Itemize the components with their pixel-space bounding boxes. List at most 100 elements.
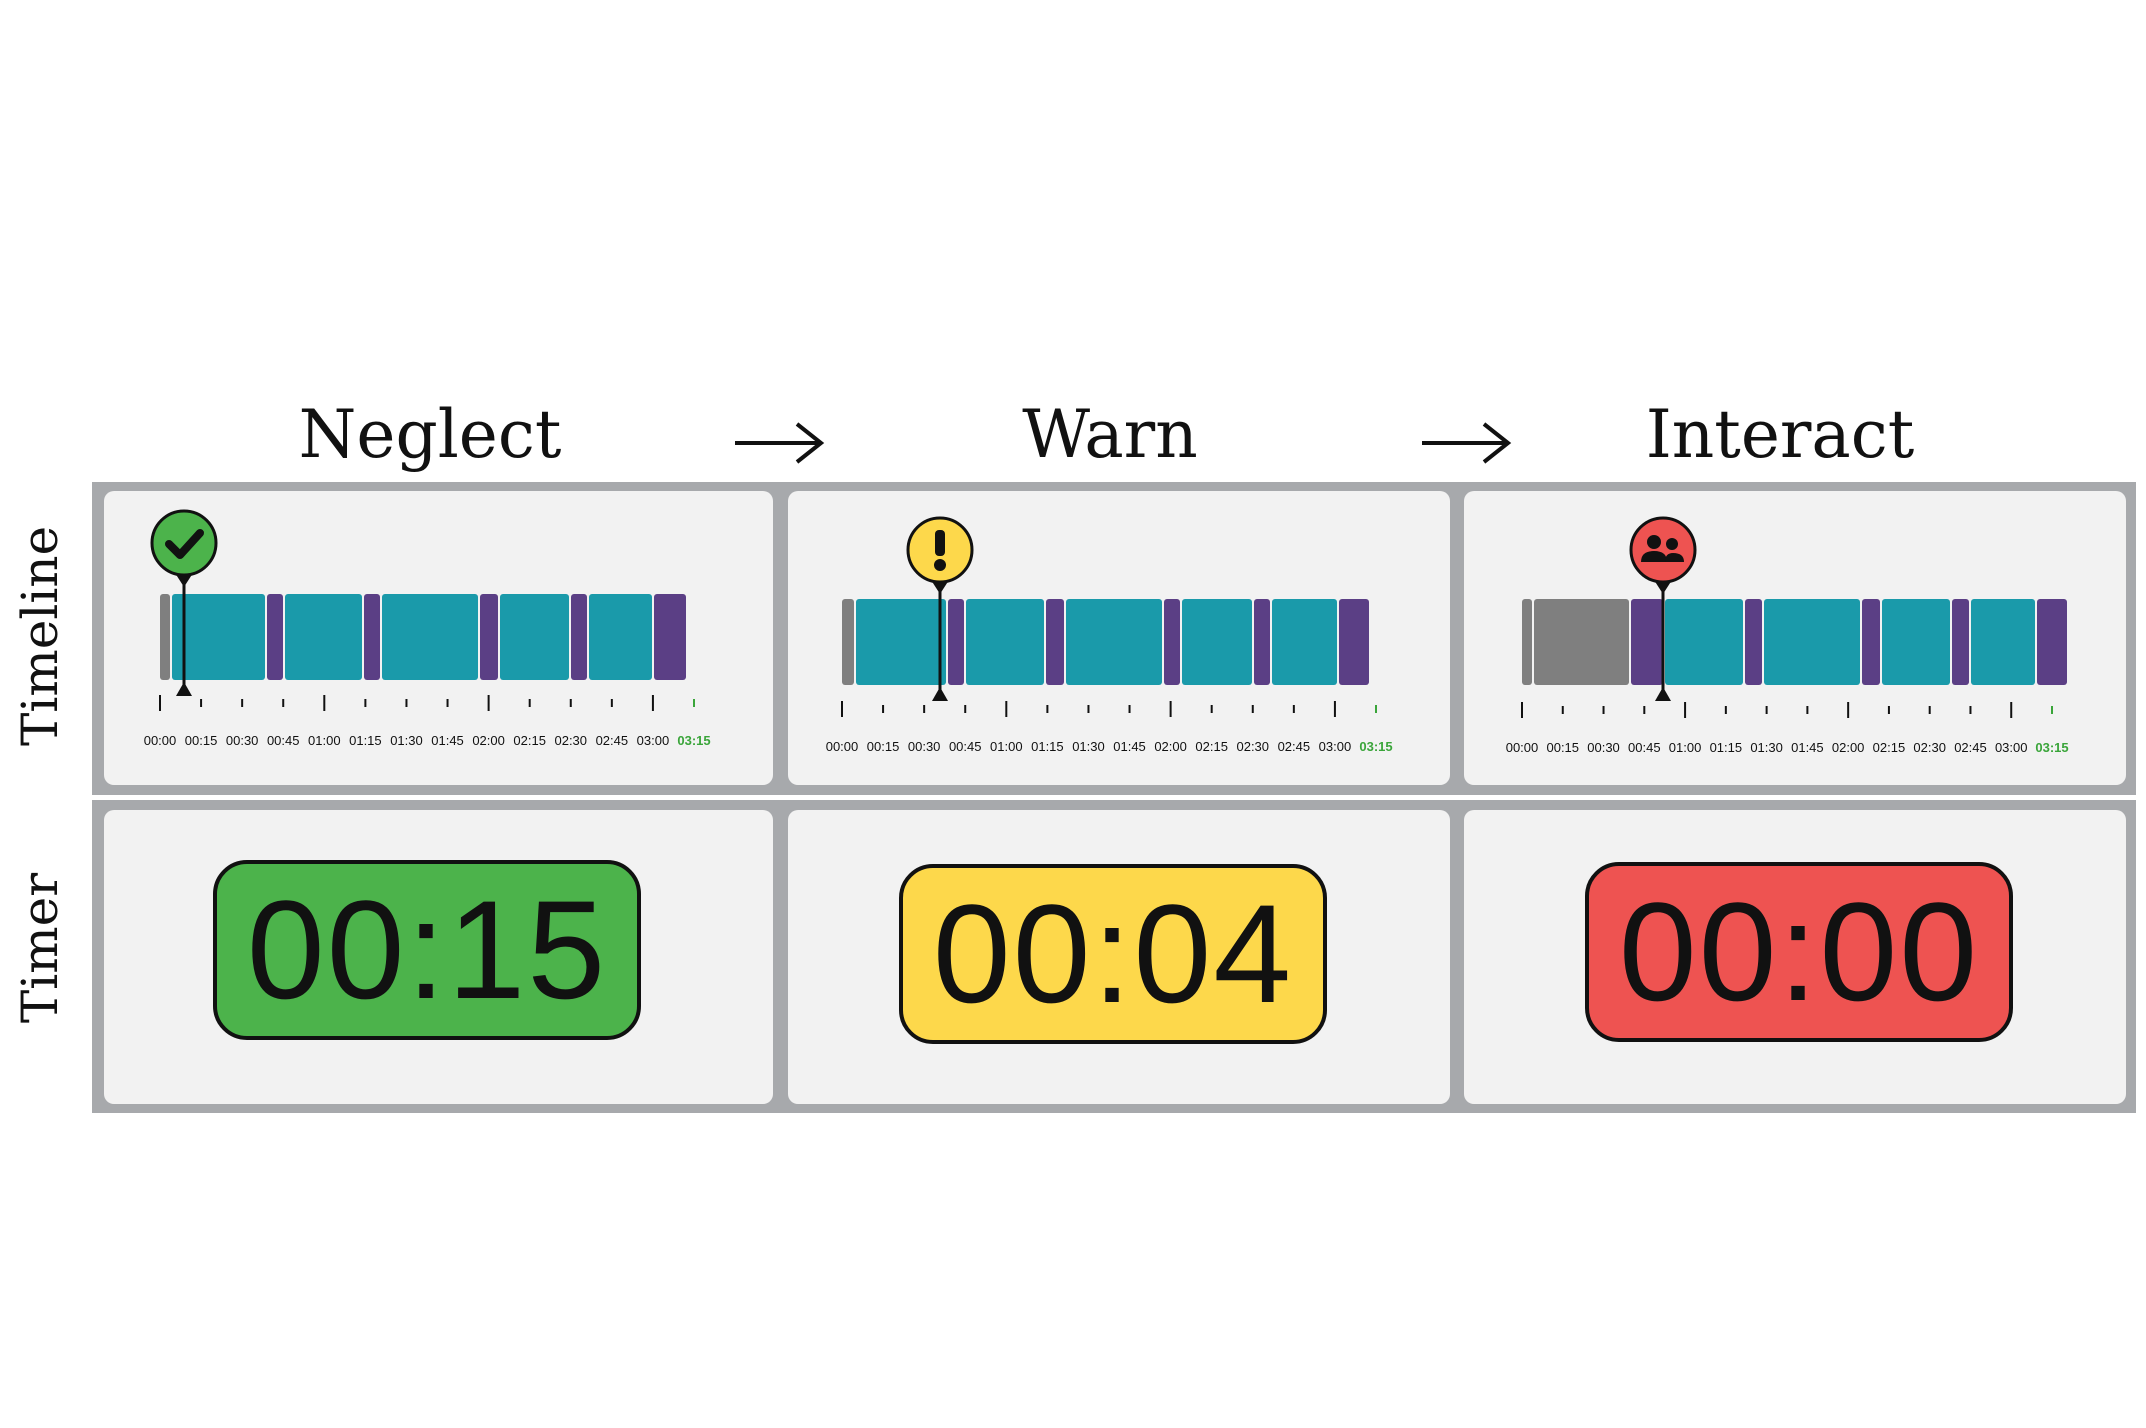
timeline-segment [1182, 599, 1252, 685]
timeline-segment [382, 594, 478, 680]
timeline-segment [1534, 599, 1629, 685]
timeline-tick-label: 00:30 [226, 733, 259, 748]
timeline-tick-label: 02:00 [1832, 740, 1865, 755]
timeline-segment [1952, 599, 1969, 685]
timeline-tick-label: 01:45 [1791, 740, 1824, 755]
timeline-tick-label: 02:00 [472, 733, 505, 748]
timeline-tick-label: 03:15 [677, 733, 710, 748]
timeline-tick-label: 00:15 [1546, 740, 1579, 755]
timeline-segment [1862, 599, 1880, 685]
timeline-tick-label: 00:00 [826, 739, 859, 754]
timeline-playhead [1629, 516, 1697, 701]
stage-title-interact: Interact [1645, 396, 1915, 473]
timeline-tick-label: 00:15 [185, 733, 218, 748]
timeline-tick-label: 01:00 [990, 739, 1023, 754]
timeline-tick-label: 01:30 [390, 733, 423, 748]
timeline-tick-label: 02:45 [1954, 740, 1987, 755]
timeline-tick-label: 01:15 [1710, 740, 1743, 755]
timeline-tick-label: 03:00 [637, 733, 670, 748]
people-icon [1641, 535, 1684, 562]
timeline-segment [571, 594, 587, 680]
timeline-tick-label: 00:30 [1587, 740, 1620, 755]
stage-title-warn: Warn [1022, 396, 1198, 473]
timeline-tick-label: 01:00 [1669, 740, 1702, 755]
timeline-tick-label: 00:45 [1628, 740, 1661, 755]
timeline-tick-label: 00:45 [267, 733, 300, 748]
timeline-segment [1882, 599, 1950, 685]
timeline-tick-label: 00:45 [949, 739, 982, 754]
timeline-segment [1066, 599, 1162, 685]
arrow-right-icon [1422, 422, 1512, 464]
timeline-segment [1164, 599, 1180, 685]
timer-cell-neglect: 00:15 [104, 810, 773, 1104]
timeline-interact: 00:00 00:15 00:30 00:45 01:00 01:15 01:30 01:45… [1506, 516, 2069, 755]
timeline-segment [480, 594, 498, 680]
timeline-segment [1339, 599, 1369, 685]
timeline-segment [285, 594, 362, 680]
timeline-segment [1665, 599, 1743, 685]
arrow-right-icon [735, 422, 825, 464]
timeline-tick-label: 01:30 [1072, 739, 1105, 754]
timeline-tick-label: 02:30 [1236, 739, 1269, 754]
timeline-segment [1745, 599, 1762, 685]
timeline-tick-label: 03:15 [1359, 739, 1392, 754]
timeline-segment [842, 599, 854, 685]
timeline-segment [364, 594, 380, 680]
timeline-segment [172, 594, 265, 680]
timeline-tick-label: 02:15 [513, 733, 546, 748]
timeline-tick-label: 01:30 [1750, 740, 1783, 755]
row-label-timer: Timer [11, 872, 69, 1024]
timer-display-neglect: 00:15 [213, 860, 641, 1040]
timeline-segment [966, 599, 1044, 685]
timeline-tick-label: 01:45 [431, 733, 464, 748]
timer-value: 00:15 [246, 871, 608, 1028]
timeline-tick-label: 03:00 [1995, 740, 2028, 755]
timer-value: 00:00 [1618, 873, 1980, 1030]
timeline-segment [1764, 599, 1860, 685]
timeline-tick-label: 01:15 [1031, 739, 1064, 754]
timeline-tick-label: 00:00 [1506, 740, 1539, 755]
timeline-cell-interact: 00:00 00:15 00:30 00:45 01:00 01:15 01:30 01:45… [1464, 491, 2126, 785]
timeline-tick-label: 02:15 [1873, 740, 1906, 755]
timeline-segment [654, 594, 686, 680]
timeline-tick-label: 02:30 [1913, 740, 1946, 755]
timeline-playhead [906, 516, 974, 701]
timeline-tick-label: 01:00 [308, 733, 341, 748]
timeline-segment [1971, 599, 2035, 685]
timeline-segment [1046, 599, 1064, 685]
timeline-segment [856, 599, 946, 685]
timeline-cell-warn: 00:00 00:15 00:30 00:45 01:00 01:15 01:30 01:45… [788, 491, 1450, 785]
row-label-timeline: Timeline [11, 525, 69, 746]
timeline-segment [1272, 599, 1337, 685]
timer-cell-warn: 00:04 [788, 810, 1450, 1104]
timer-value: 00:04 [932, 875, 1294, 1032]
timeline-segment [1254, 599, 1270, 685]
exclamation-icon [934, 530, 946, 571]
timeline-warn: 00:00 00:15 00:30 00:45 01:00 01:15 01:30 01:45… [826, 516, 1393, 754]
timeline-tick-label: 03:15 [2035, 740, 2068, 755]
timeline-tick-label: 02:30 [554, 733, 587, 748]
timeline-tick-label: 02:45 [596, 733, 629, 748]
timeline-tick-label: 01:45 [1113, 739, 1146, 754]
timeline-tick-label: 00:00 [144, 733, 177, 748]
timeline-tick-label: 01:15 [349, 733, 382, 748]
timeline-segment [1522, 599, 1532, 685]
stage-title-neglect: Neglect [298, 396, 562, 473]
timeline-tick-label: 02:00 [1154, 739, 1187, 754]
timeline-tick-label: 00:30 [908, 739, 941, 754]
timeline-segment [948, 599, 964, 685]
timeline-segment [1631, 599, 1663, 685]
timeline-segment [500, 594, 569, 680]
timer-cell-interact: 00:00 [1464, 810, 2126, 1104]
timeline-segment [267, 594, 283, 680]
timeline-segment [2037, 599, 2067, 685]
timeline-playhead [150, 509, 218, 696]
check-icon [165, 529, 204, 559]
timeline-neglect: 00:00 00:15 00:30 00:45 01:00 01:15 01:30 01:45… [144, 509, 711, 748]
timeline-tick-label: 00:15 [867, 739, 900, 754]
timeline-tick-label: 02:15 [1195, 739, 1228, 754]
timeline-segment [589, 594, 652, 680]
timeline-tick-label: 02:45 [1278, 739, 1311, 754]
timeline-cell-neglect: 00:00 00:15 00:30 00:45 01:00 01:15 01:30 01:45… [104, 491, 773, 785]
